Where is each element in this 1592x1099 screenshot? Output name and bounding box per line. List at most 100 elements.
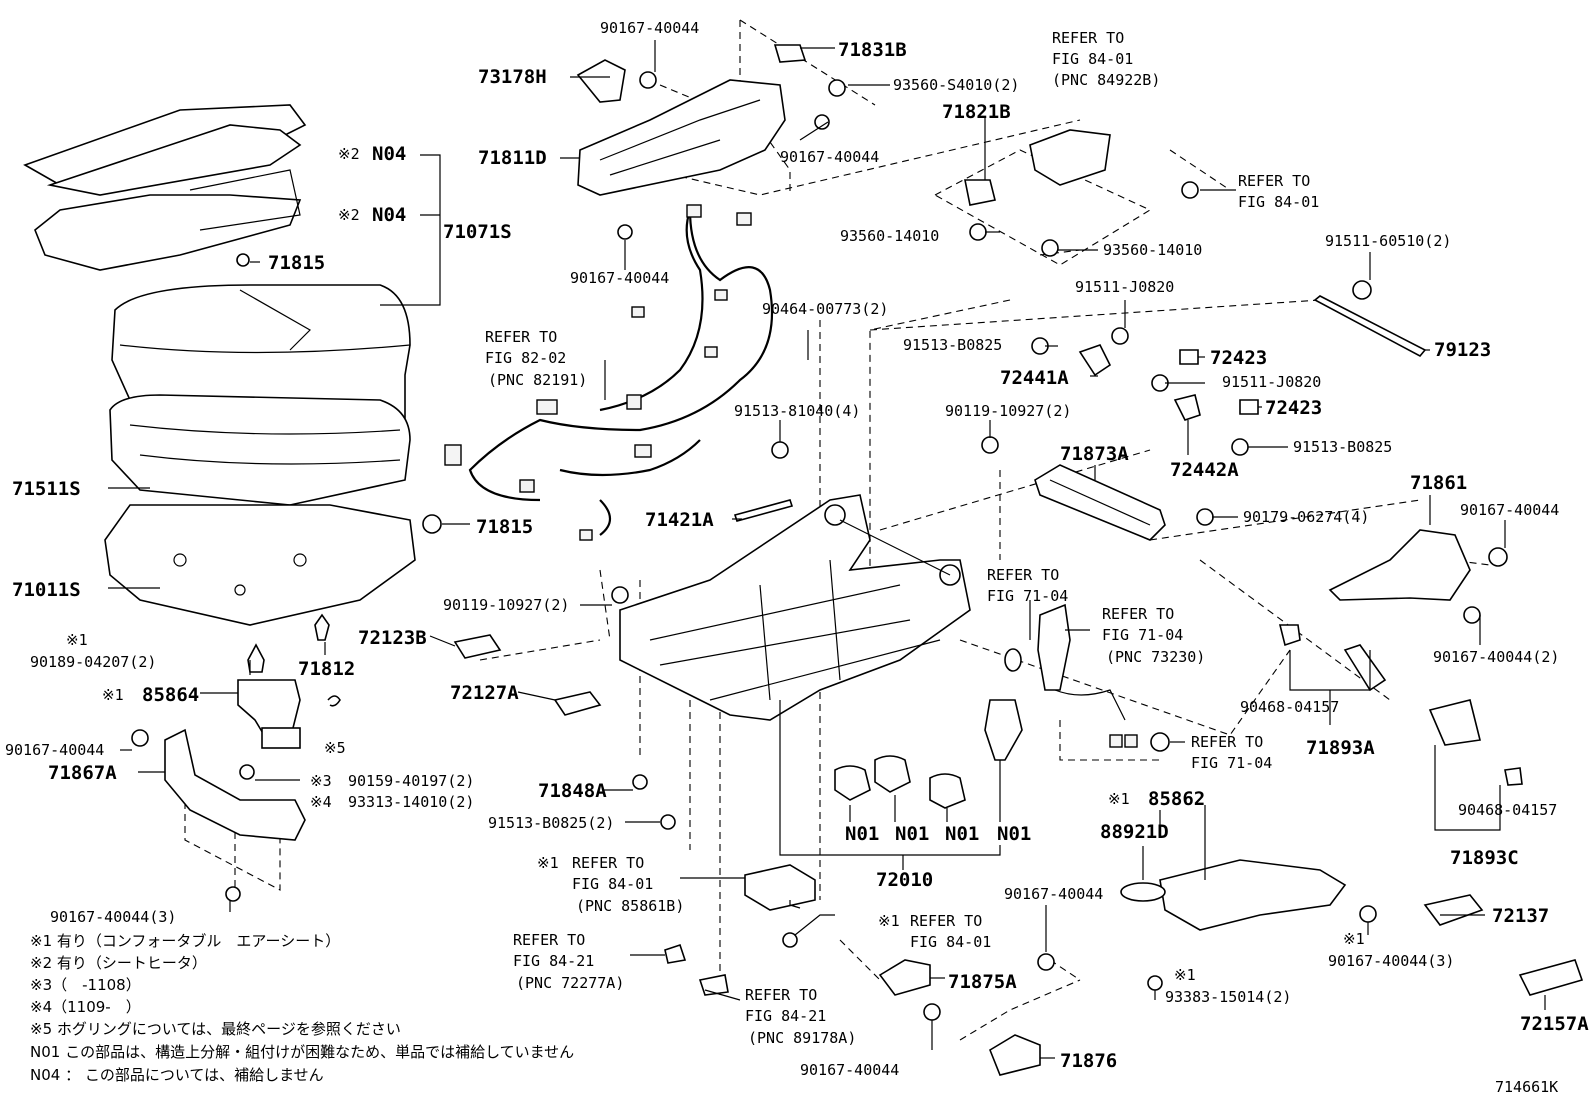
- label-71875A: 71875A: [948, 971, 1017, 993]
- label-90468-04157-b: 90468-04157: [1458, 801, 1557, 819]
- small-bracket-71831B: [773, 44, 807, 63]
- label-N01-c: N01: [945, 823, 979, 845]
- ref-71-04-a-line1: REFER TO: [987, 566, 1059, 584]
- harness-bracket-71893C: [1428, 699, 1523, 786]
- note-5: ※5: [324, 739, 346, 757]
- label-72137: 72137: [1492, 905, 1549, 927]
- label-71867A: 71867A: [48, 762, 117, 784]
- note-2-b: ※2: [338, 206, 360, 224]
- link-72441A-72442A: [1078, 344, 1259, 421]
- seat-cushion-pad: [109, 394, 411, 506]
- note-4: ※4: [310, 793, 332, 811]
- ref-71-04-b-line3: (PNC 73230): [1106, 648, 1205, 666]
- label-90468-04157-a: 90468-04157: [1240, 698, 1339, 716]
- label-90179-06274: 90179-06274(4): [1243, 508, 1369, 526]
- label-71812: 71812: [298, 658, 355, 680]
- label-93560-14010-b: 93560-14010: [1103, 241, 1202, 259]
- label-71815-a: 71815: [268, 252, 325, 274]
- label-90119-10927-b: 90119-10927(2): [443, 596, 569, 614]
- ref-84-01-c-line1: REFER TO: [572, 854, 644, 872]
- label-72441A: 72441A: [1000, 367, 1069, 389]
- label-79123: 79123: [1434, 339, 1491, 361]
- ref-84-01-c-line3: (PNC 85861B): [576, 897, 684, 915]
- label-91511-J0820-a: 91511-J0820: [1075, 278, 1174, 296]
- label-72123B: 72123B: [358, 627, 427, 649]
- seat-cushion-frame: [104, 504, 416, 626]
- figure-id: 714661K: [1495, 1078, 1558, 1096]
- label-72442A: 72442A: [1170, 459, 1239, 481]
- ref-84-21-a-line2: FIG 84-21: [513, 952, 594, 970]
- label-90189-04207: 90189-04207(2): [30, 653, 156, 671]
- label-72423-b: 72423: [1265, 397, 1322, 419]
- label-90167-40044-j: 90167-40044: [800, 1061, 899, 1079]
- footnote-2: ※2 有り（シートヒータ）: [30, 954, 207, 972]
- label-71876: 71876: [1060, 1050, 1117, 1072]
- ref-82-02-line3: (PNC 82191): [488, 371, 587, 389]
- ecu-box-85861B: [744, 864, 816, 911]
- rod-79123: [1313, 295, 1427, 358]
- label-N01-d: N01: [997, 823, 1031, 845]
- label-90464-00773: 90464-00773(2): [762, 300, 888, 318]
- small-covers-left: [453, 634, 729, 996]
- label-93383-15014: 93383-15014(2): [1165, 988, 1291, 1006]
- label-72157A: 72157A: [1520, 1013, 1589, 1035]
- label-91513-B0825-b: 91513-B0825: [1293, 438, 1392, 456]
- ref-71-04-c-line1: REFER TO: [1191, 733, 1263, 751]
- ref-71-04-b-line2: FIG 71-04: [1102, 626, 1183, 644]
- note-3: ※3: [310, 772, 332, 790]
- ref-84-01-d-line1: REFER TO: [910, 912, 982, 930]
- label-90159-40197: 90159-40197(2): [348, 772, 474, 790]
- note-1-g: ※1: [1174, 966, 1196, 984]
- recliner-cover-84922B: [1029, 129, 1111, 186]
- leader-lines: [108, 40, 1546, 1059]
- label-90167-40044-f: 90167-40044: [5, 741, 104, 759]
- label-90167-40044-mid: 90167-40044: [780, 148, 879, 166]
- ref-84-21-a-line3: (PNC 72277A): [516, 974, 624, 992]
- side-shield: [577, 79, 786, 196]
- seat-motors: [834, 699, 1023, 809]
- label-85864: 85864: [142, 684, 199, 706]
- label-71011S: 71011S: [12, 579, 81, 601]
- ref-82-02-line1: REFER TO: [485, 328, 557, 346]
- label-90167-40044-i: 90167-40044(3): [1328, 952, 1454, 970]
- label-90167-40044-d: 90167-40044: [1460, 501, 1559, 519]
- note-1-d: ※1: [537, 854, 559, 872]
- ref-84-01-b-line1: REFER TO: [1238, 172, 1310, 190]
- label-71893C: 71893C: [1450, 847, 1519, 869]
- footnote-5: ※5 ホグリングについては、最終ページを参照ください: [30, 1020, 401, 1038]
- lever-covers-71875A-71876: [878, 959, 1041, 1076]
- label-71071S: 71071S: [443, 221, 512, 243]
- label-90119-10927-a: 90119-10927(2): [945, 402, 1071, 420]
- label-72127A: 72127A: [450, 682, 519, 704]
- seat-heater-sheets: [23, 104, 307, 271]
- label-71815-b: 71815: [476, 516, 533, 538]
- ref-84-01-a-line3: (PNC 84922B): [1052, 71, 1160, 89]
- footnote-1: ※1 有り（コンフォータブル エアーシート）: [30, 932, 340, 950]
- front-trim-cover: [164, 728, 306, 841]
- label-71421A: 71421A: [645, 509, 714, 531]
- label-90167-40044-h: 90167-40044(3): [50, 908, 176, 926]
- label-71511S: 71511S: [12, 478, 81, 500]
- ref-71-04-b-line1: REFER TO: [1102, 605, 1174, 623]
- label-93560-14010-a: 93560-14010: [840, 227, 939, 245]
- part-labels: 90167-40044 71831B 73178H 93560-S4010(2)…: [5, 19, 1589, 1096]
- wire-harness: [444, 204, 774, 541]
- note-1-e: ※1: [878, 912, 900, 930]
- note-1-b: ※1: [102, 686, 124, 704]
- ref-84-21-b-line3: (PNC 89178A): [748, 1029, 856, 1047]
- label-71873A: 71873A: [1060, 443, 1129, 465]
- label-72423-a: 72423: [1210, 347, 1267, 369]
- air-pump-assembly: [237, 679, 341, 749]
- label-71848A: 71848A: [538, 780, 607, 802]
- footnote-7: N04 ： この部品については、補給しません: [30, 1066, 324, 1084]
- ref-84-01-b-line2: FIG 84-01: [1238, 193, 1319, 211]
- rail-cover-71873A: [1034, 464, 1166, 541]
- ref-84-21-b-line1: REFER TO: [745, 986, 817, 1004]
- clip-and-bolt-icons: [131, 71, 1508, 1021]
- ref-71-04-a-line2: FIG 71-04: [987, 587, 1068, 605]
- label-73178H: 73178H: [478, 66, 547, 88]
- covers-72137-72157A: [1423, 894, 1584, 996]
- ref-84-01-c-line2: FIG 84-01: [572, 875, 653, 893]
- label-93560-S4010: 93560-S4010(2): [893, 76, 1019, 94]
